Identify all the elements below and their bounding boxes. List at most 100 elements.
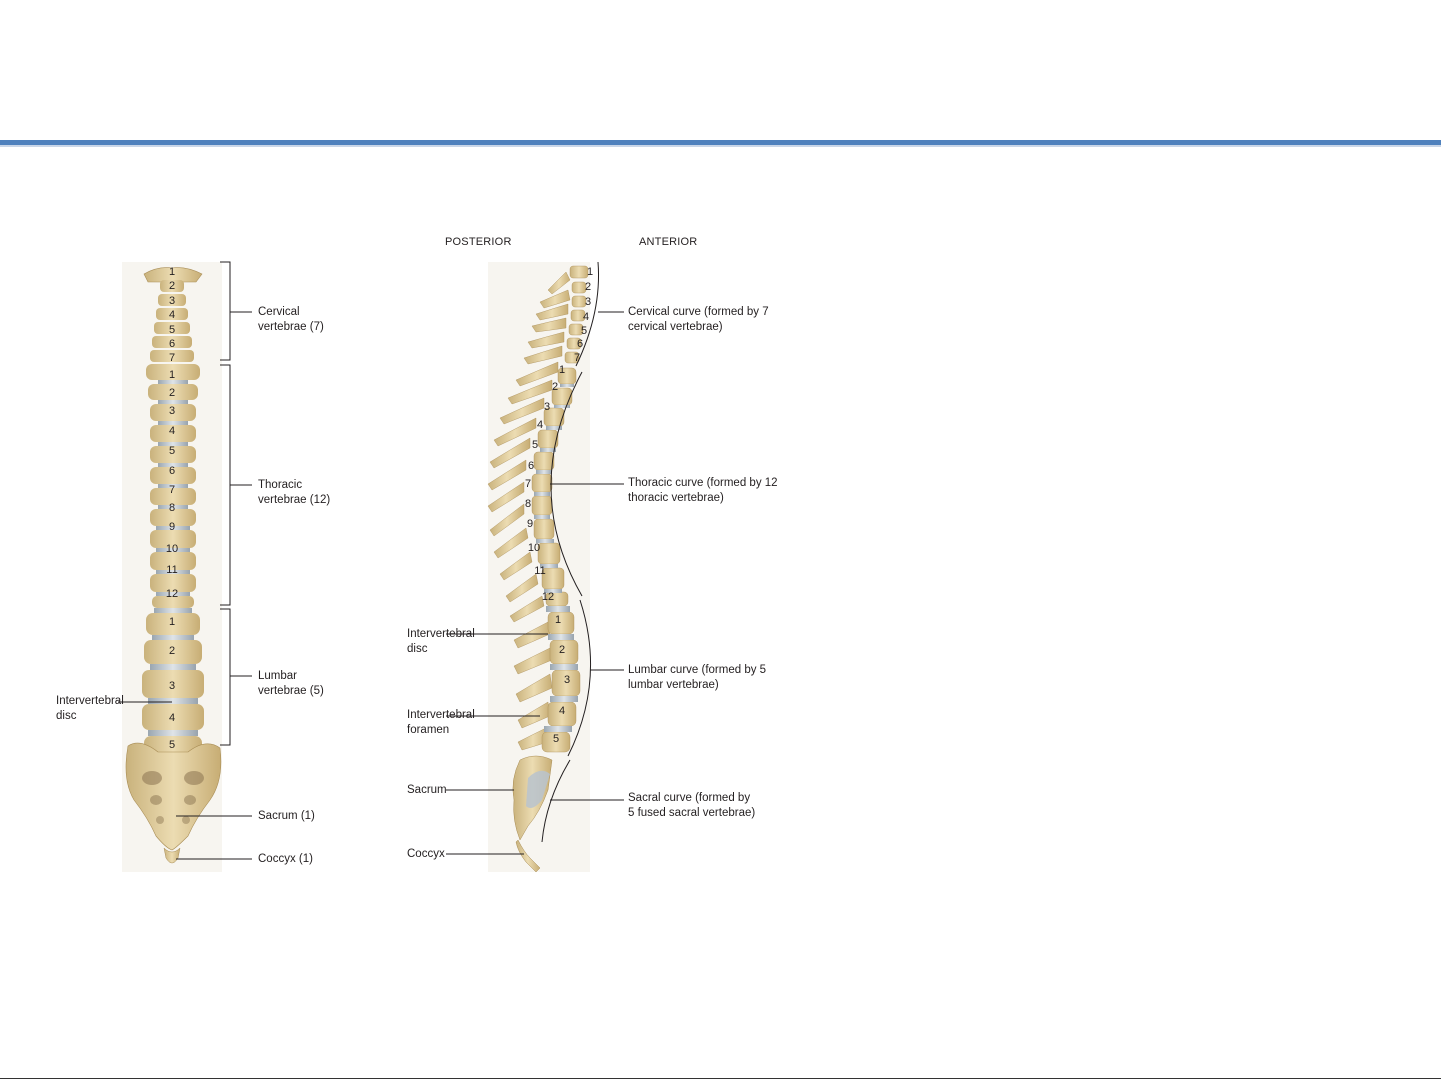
lateral-lumbar-number-3: 3 <box>564 674 570 686</box>
label-line: Lumbar curve (formed by 5 <box>628 664 767 676</box>
label-line: Lumbar <box>258 670 297 682</box>
label-line: Thoracic <box>258 479 303 491</box>
label-cervical-curve: Cervical curve (formed by 7 cervical ver… <box>628 305 769 334</box>
coccyx-lateral <box>515 839 541 873</box>
posterior-lumbar-numbers: 1 2 3 4 5 <box>169 616 175 751</box>
label-intervertebral-foramen: Intervertebral foramen <box>407 708 475 737</box>
lumbar-vertebrae-posterior <box>142 608 204 754</box>
lateral-thoracic-number-3: 3 <box>544 401 550 413</box>
posterior-thoracic-number-1: 1 <box>169 369 175 381</box>
posterior-cervical-number-6: 6 <box>169 338 175 350</box>
label-coccyx-posterior: Coccyx (1) <box>258 853 313 865</box>
thoracic-curve-bracket <box>550 371 583 597</box>
posterior-thoracic-number-8: 8 <box>169 502 175 514</box>
lateral-cervical-number-1: 1 <box>587 266 593 278</box>
label-line: vertebrae (12) <box>258 493 331 506</box>
posterior-region-brackets <box>118 261 252 860</box>
label-line: Cervical <box>258 306 300 318</box>
lateral-cervical-number-3: 3 <box>585 296 591 308</box>
label-line: thoracic vertebrae) <box>628 491 724 504</box>
label-line: Cervical curve (formed by 7 <box>628 306 769 318</box>
posterior-cervical-number-5: 5 <box>169 324 175 336</box>
cervical-bracket <box>220 261 231 361</box>
label-sacrum-lateral: Sacrum <box>407 784 447 796</box>
label-line: vertebrae (7) <box>258 320 324 333</box>
lateral-thoracic-number-2: 2 <box>552 381 558 393</box>
lateral-thoracic-number-5: 5 <box>532 439 538 451</box>
sacrum-posterior <box>125 742 222 851</box>
posterior-cervical-number-4: 4 <box>169 309 175 321</box>
lateral-lumbar-number-2: 2 <box>559 644 565 656</box>
title-divider-shadow <box>0 145 1441 147</box>
label-coccyx-lateral: Coccyx <box>407 848 445 860</box>
label-cervical-vertebrae: Cervical vertebrae (7) <box>258 305 324 334</box>
label-line: cervical vertebrae) <box>628 320 723 333</box>
label-intervertebral-disc-posterior: Intervertebral disc <box>56 694 124 723</box>
posterior-thoracic-number-4: 4 <box>169 425 175 437</box>
lateral-curve-brackets <box>446 261 624 855</box>
lateral-lumbar-number-1: 1 <box>555 614 561 626</box>
vertebral-bodies-lateral <box>531 265 589 753</box>
label-line: 5 fused sacral vertebrae) <box>628 806 756 819</box>
label-line: lumbar vertebrae) <box>628 678 719 691</box>
posterior-lumbar-number-5: 5 <box>169 739 175 751</box>
spinous-processes <box>487 271 571 751</box>
label-sacrum-posterior: Sacrum (1) <box>258 810 315 822</box>
label-line: Intervertebral <box>56 695 124 707</box>
posterior-thoracic-number-3: 3 <box>169 405 175 417</box>
label-line: Intervertebral <box>407 628 475 640</box>
intervertebral-discs-lateral <box>534 384 578 732</box>
label-thoracic-curve: Thoracic curve (formed by 12 thoracic ve… <box>628 476 778 505</box>
posterior-cervical-number-3: 3 <box>169 295 175 307</box>
posterior-lumbar-number-1: 1 <box>169 616 175 628</box>
cervical-vertebrae-posterior <box>150 280 194 362</box>
posterior-lumbar-number-3: 3 <box>169 680 175 692</box>
title-divider <box>0 140 1441 145</box>
label-line: disc <box>56 709 77 722</box>
posterior-lumbar-number-2: 2 <box>169 645 175 657</box>
lateral-cervical-number-6: 6 <box>577 338 583 350</box>
lateral-thoracic-number-10: 10 <box>528 542 540 554</box>
lateral-cervical-number-4: 4 <box>583 311 589 323</box>
label-line: foramen <box>407 723 450 736</box>
lumbar-bracket <box>220 608 231 746</box>
lateral-thoracic-number-6: 6 <box>528 460 534 472</box>
lateral-lumbar-number-4: 4 <box>559 705 565 717</box>
posterior-thoracic-number-10: 10 <box>166 543 178 555</box>
posterior-cervical-number-7: 7 <box>169 352 175 364</box>
lateral-cervical-number-7: 7 <box>574 352 580 364</box>
cervical-curve-bracket <box>575 261 599 367</box>
thoracic-vertebrae-posterior <box>146 364 200 608</box>
sacral-auricular-surface <box>526 770 550 808</box>
label-lumbar-vertebrae: Lumbar vertebrae (5) <box>258 669 324 698</box>
posterior-thoracic-number-9: 9 <box>169 521 175 533</box>
lateral-thoracic-number-12: 12 <box>542 591 554 603</box>
posterior-thoracic-number-2: 2 <box>169 387 175 399</box>
label-line: disc <box>407 642 428 655</box>
lateral-thoracic-number-11: 11 <box>534 565 545 577</box>
posterior-thoracic-number-12: 12 <box>166 588 178 600</box>
label-thoracic-vertebrae: Thoracic vertebrae (12) <box>258 478 330 507</box>
lateral-thoracic-number-4: 4 <box>537 419 543 431</box>
posterior-cervical-number-2: 2 <box>169 280 175 292</box>
lateral-lumbar-numbers: 1 2 3 4 5 <box>553 614 570 745</box>
posterior-thoracic-number-7: 7 <box>169 484 175 496</box>
heading-posterior: POSTERIOR <box>445 236 512 248</box>
label-lumbar-curve: Lumbar curve (formed by 5 lumbar vertebr… <box>628 663 766 692</box>
posterior-thoracic-number-11: 11 <box>166 564 177 576</box>
posterior-lumbar-number-4: 4 <box>169 712 175 724</box>
label-intervertebral-disc-lateral: Intervertebral disc <box>407 627 475 656</box>
posterior-thoracic-number-6: 6 <box>169 465 175 477</box>
lateral-thoracic-number-8: 8 <box>525 498 531 510</box>
label-line: Intervertebral <box>407 709 475 721</box>
lateral-lumbar-number-5: 5 <box>553 733 559 745</box>
lateral-thoracic-number-9: 9 <box>527 518 533 530</box>
label-line: Sacral curve (formed by <box>628 792 751 804</box>
heading-anterior: ANTERIOR <box>639 236 698 248</box>
